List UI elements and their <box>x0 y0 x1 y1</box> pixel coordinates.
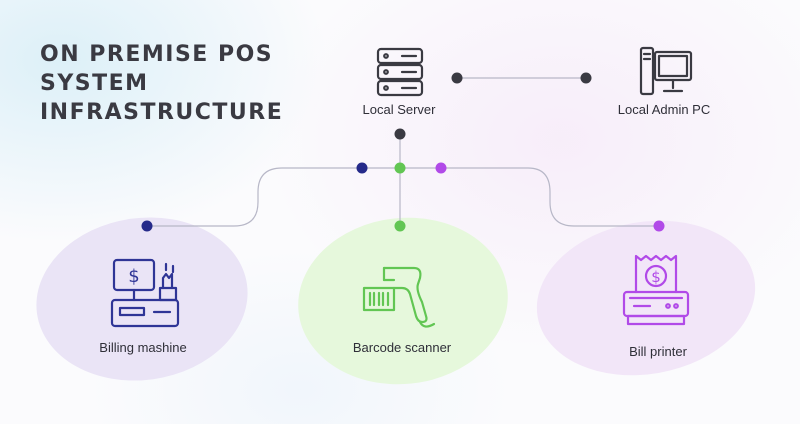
server-right-dot <box>451 72 463 84</box>
bill-printer-label: Bill printer <box>629 344 687 359</box>
bus-line-right <box>400 167 659 227</box>
billing-connector-dot <box>141 220 153 232</box>
desktop-computer-icon <box>639 46 693 96</box>
bus-navy-dot <box>356 162 368 174</box>
bus-line-left <box>147 167 400 227</box>
barcode-scanner-icon <box>362 266 436 328</box>
local-server-label: Local Server <box>362 102 436 117</box>
printer-connector-dot <box>653 220 665 232</box>
title-line-3: INFRASTRUCTURE <box>40 100 284 125</box>
local-admin-pc-label: Local Admin PC <box>617 102 711 117</box>
admin-pc-left-dot <box>580 72 592 84</box>
page-title: ON PREMISE POS SYSTEM INFRASTRUCTURE <box>40 40 283 127</box>
bus-green-dot <box>394 162 406 174</box>
title-line-2: SYSTEM <box>40 71 149 96</box>
title-line-1: ON PREMISE POS <box>40 42 274 67</box>
svg-text:$: $ <box>128 266 139 287</box>
server-icon <box>376 47 424 97</box>
cash-register-icon: $ <box>110 258 180 328</box>
scanner-connector-dot <box>394 220 406 232</box>
billing-machine-label: Billing mashine <box>99 340 187 355</box>
barcode-scanner-label: Barcode scanner <box>352 340 452 355</box>
receipt-printer-icon: $ <box>622 254 690 326</box>
bus-purple-dot <box>435 162 447 174</box>
server-bottom-dot <box>394 128 406 140</box>
svg-text:$: $ <box>651 268 661 286</box>
